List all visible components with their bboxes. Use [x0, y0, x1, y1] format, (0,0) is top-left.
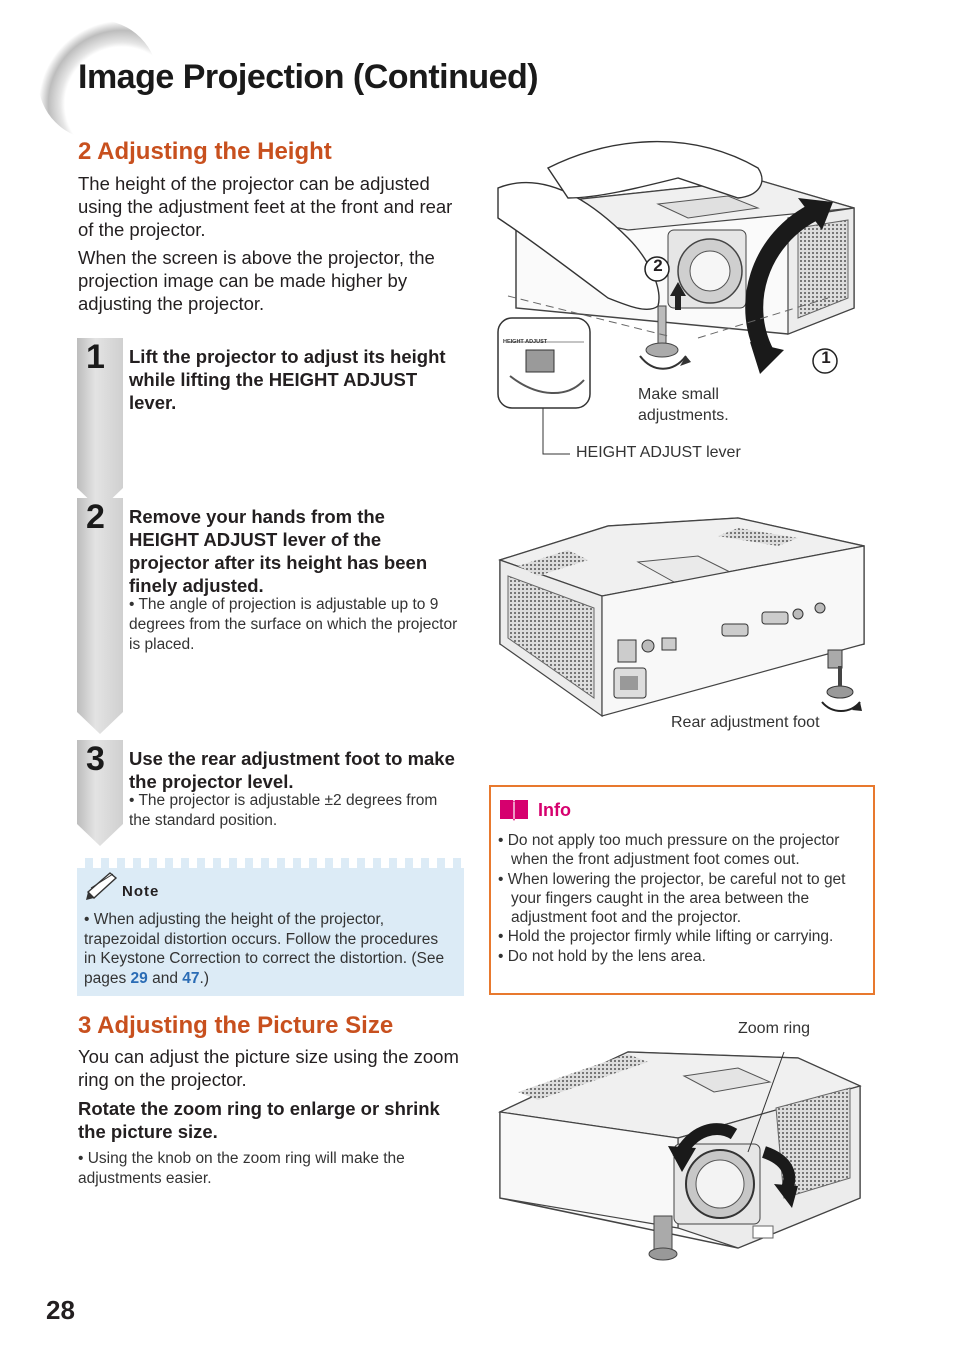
small-adjust-caption: Make small adjustments. — [638, 386, 729, 424]
section2-para: When the screen is above the projector, … — [78, 247, 435, 314]
page-number: 28 — [46, 1295, 75, 1325]
step-2-number: 2 — [86, 498, 105, 536]
zoom-ring-illustration — [497, 1051, 862, 1261]
step-3-bar — [77, 740, 123, 846]
page-link-29[interactable]: 29 — [130, 969, 148, 987]
pencil-note-icon — [86, 872, 118, 900]
zoom-ring-caption: Zoom ring — [738, 1020, 811, 1037]
height-adjust-lever-caption: HEIGHT ADJUST lever — [576, 444, 741, 461]
info-item: • Hold the projector firmly while liftin… — [498, 928, 834, 946]
info-item: • When lowering the projector, be carefu… — [498, 870, 846, 927]
step-1-bar — [77, 338, 123, 510]
step-1-number: 1 — [86, 338, 105, 376]
rear-foot-illustration — [498, 517, 865, 718]
section3-instruction: Rotate the zoom ring to enlarge or shrin… — [78, 1098, 440, 1142]
callout-2: 2 — [653, 256, 663, 275]
step-2-text: Remove your hands from the HEIGHT ADJUST… — [129, 506, 428, 596]
section3-intro: You can adjust the picture size using th… — [78, 1046, 459, 1090]
book-info-icon — [500, 800, 528, 821]
rear-foot-caption: Rear adjustment foot — [671, 714, 820, 731]
section-heading-height: 2 Adjusting the Height — [78, 138, 332, 165]
note-text-part: • When adjusting the height of the proje… — [84, 911, 445, 987]
info-box — [489, 785, 875, 995]
title-decoration — [38, 20, 158, 140]
step-2-bullet: • The angle of projection is adjustable … — [129, 596, 458, 653]
info-list: • Do not apply too much pressure on the … — [498, 831, 868, 966]
step-3-bullet: • The projector is adjustable ±2 degrees… — [129, 792, 438, 829]
section3-bullet: • Using the knob on the zoom ring will m… — [78, 1150, 405, 1187]
note-text: • When adjusting the height of the proje… — [84, 910, 454, 988]
page-link-47[interactable]: 47 — [182, 969, 200, 987]
height-adjust-illustration — [497, 140, 855, 455]
note-text-part: .) — [199, 969, 209, 987]
section2-intro: The height of the projector can be adjus… — [78, 173, 453, 240]
step-3-text: Use the rear adjustment foot to make the… — [129, 748, 455, 792]
step-2-bar — [77, 498, 123, 734]
page-title: Image Projection (Continued) — [78, 58, 539, 96]
step-3-number: 3 — [86, 740, 105, 778]
section-heading-picture-size: 3 Adjusting the Picture Size — [78, 1012, 394, 1039]
info-item: • Do not apply too much pressure on the … — [498, 832, 840, 869]
note-box — [77, 858, 464, 996]
inset-label: HEIGHT ADJUST — [503, 339, 548, 345]
step-1-text: Lift the projector to adjust its height … — [129, 346, 446, 413]
callout-1: 1 — [821, 348, 831, 367]
note-title: Note — [122, 883, 160, 900]
note-box-edge — [77, 858, 464, 868]
note-text-part: and — [147, 969, 183, 987]
info-item: • Do not hold by the lens area. — [498, 947, 706, 965]
info-title: Info — [538, 800, 571, 820]
